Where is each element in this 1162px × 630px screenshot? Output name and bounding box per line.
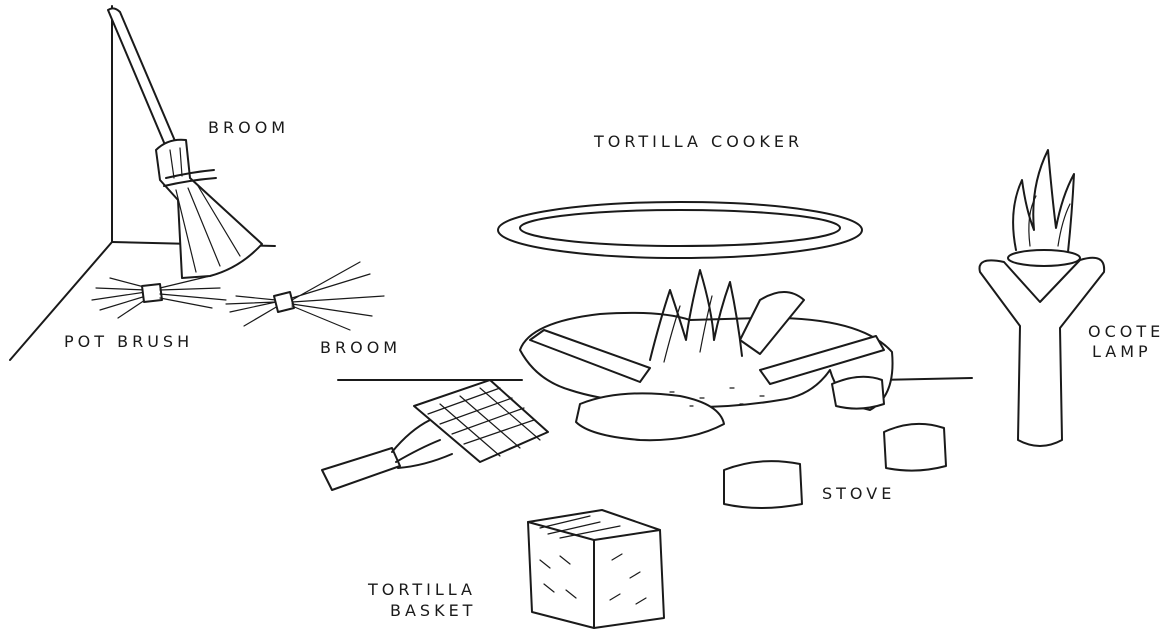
label-tortilla-basket-line2: BASKET	[390, 601, 476, 620]
standing-broom	[108, 8, 262, 278]
stove	[520, 270, 946, 508]
label-tortilla-cooker: TORTILLA COOKER	[594, 132, 803, 151]
label-broom-top: BROOM	[208, 118, 289, 137]
label-stove: STOVE	[822, 484, 895, 503]
label-ocote-lamp-line1: OCOTE	[1088, 322, 1162, 341]
pot-brush	[92, 276, 226, 318]
tortilla-basket-drawing	[528, 510, 664, 628]
label-broom-bottom: BROOM	[320, 338, 401, 357]
label-ocote-lamp-line2: LAMP	[1092, 342, 1152, 361]
tortilla-cooker	[498, 202, 862, 258]
ocote-lamp	[980, 150, 1105, 446]
label-tortilla-basket-line1: TORTILLA	[368, 580, 476, 599]
room-corner	[10, 6, 275, 360]
grill-fan	[322, 380, 548, 490]
floor-broom	[226, 262, 384, 330]
label-pot-brush: POT BRUSH	[64, 332, 193, 351]
